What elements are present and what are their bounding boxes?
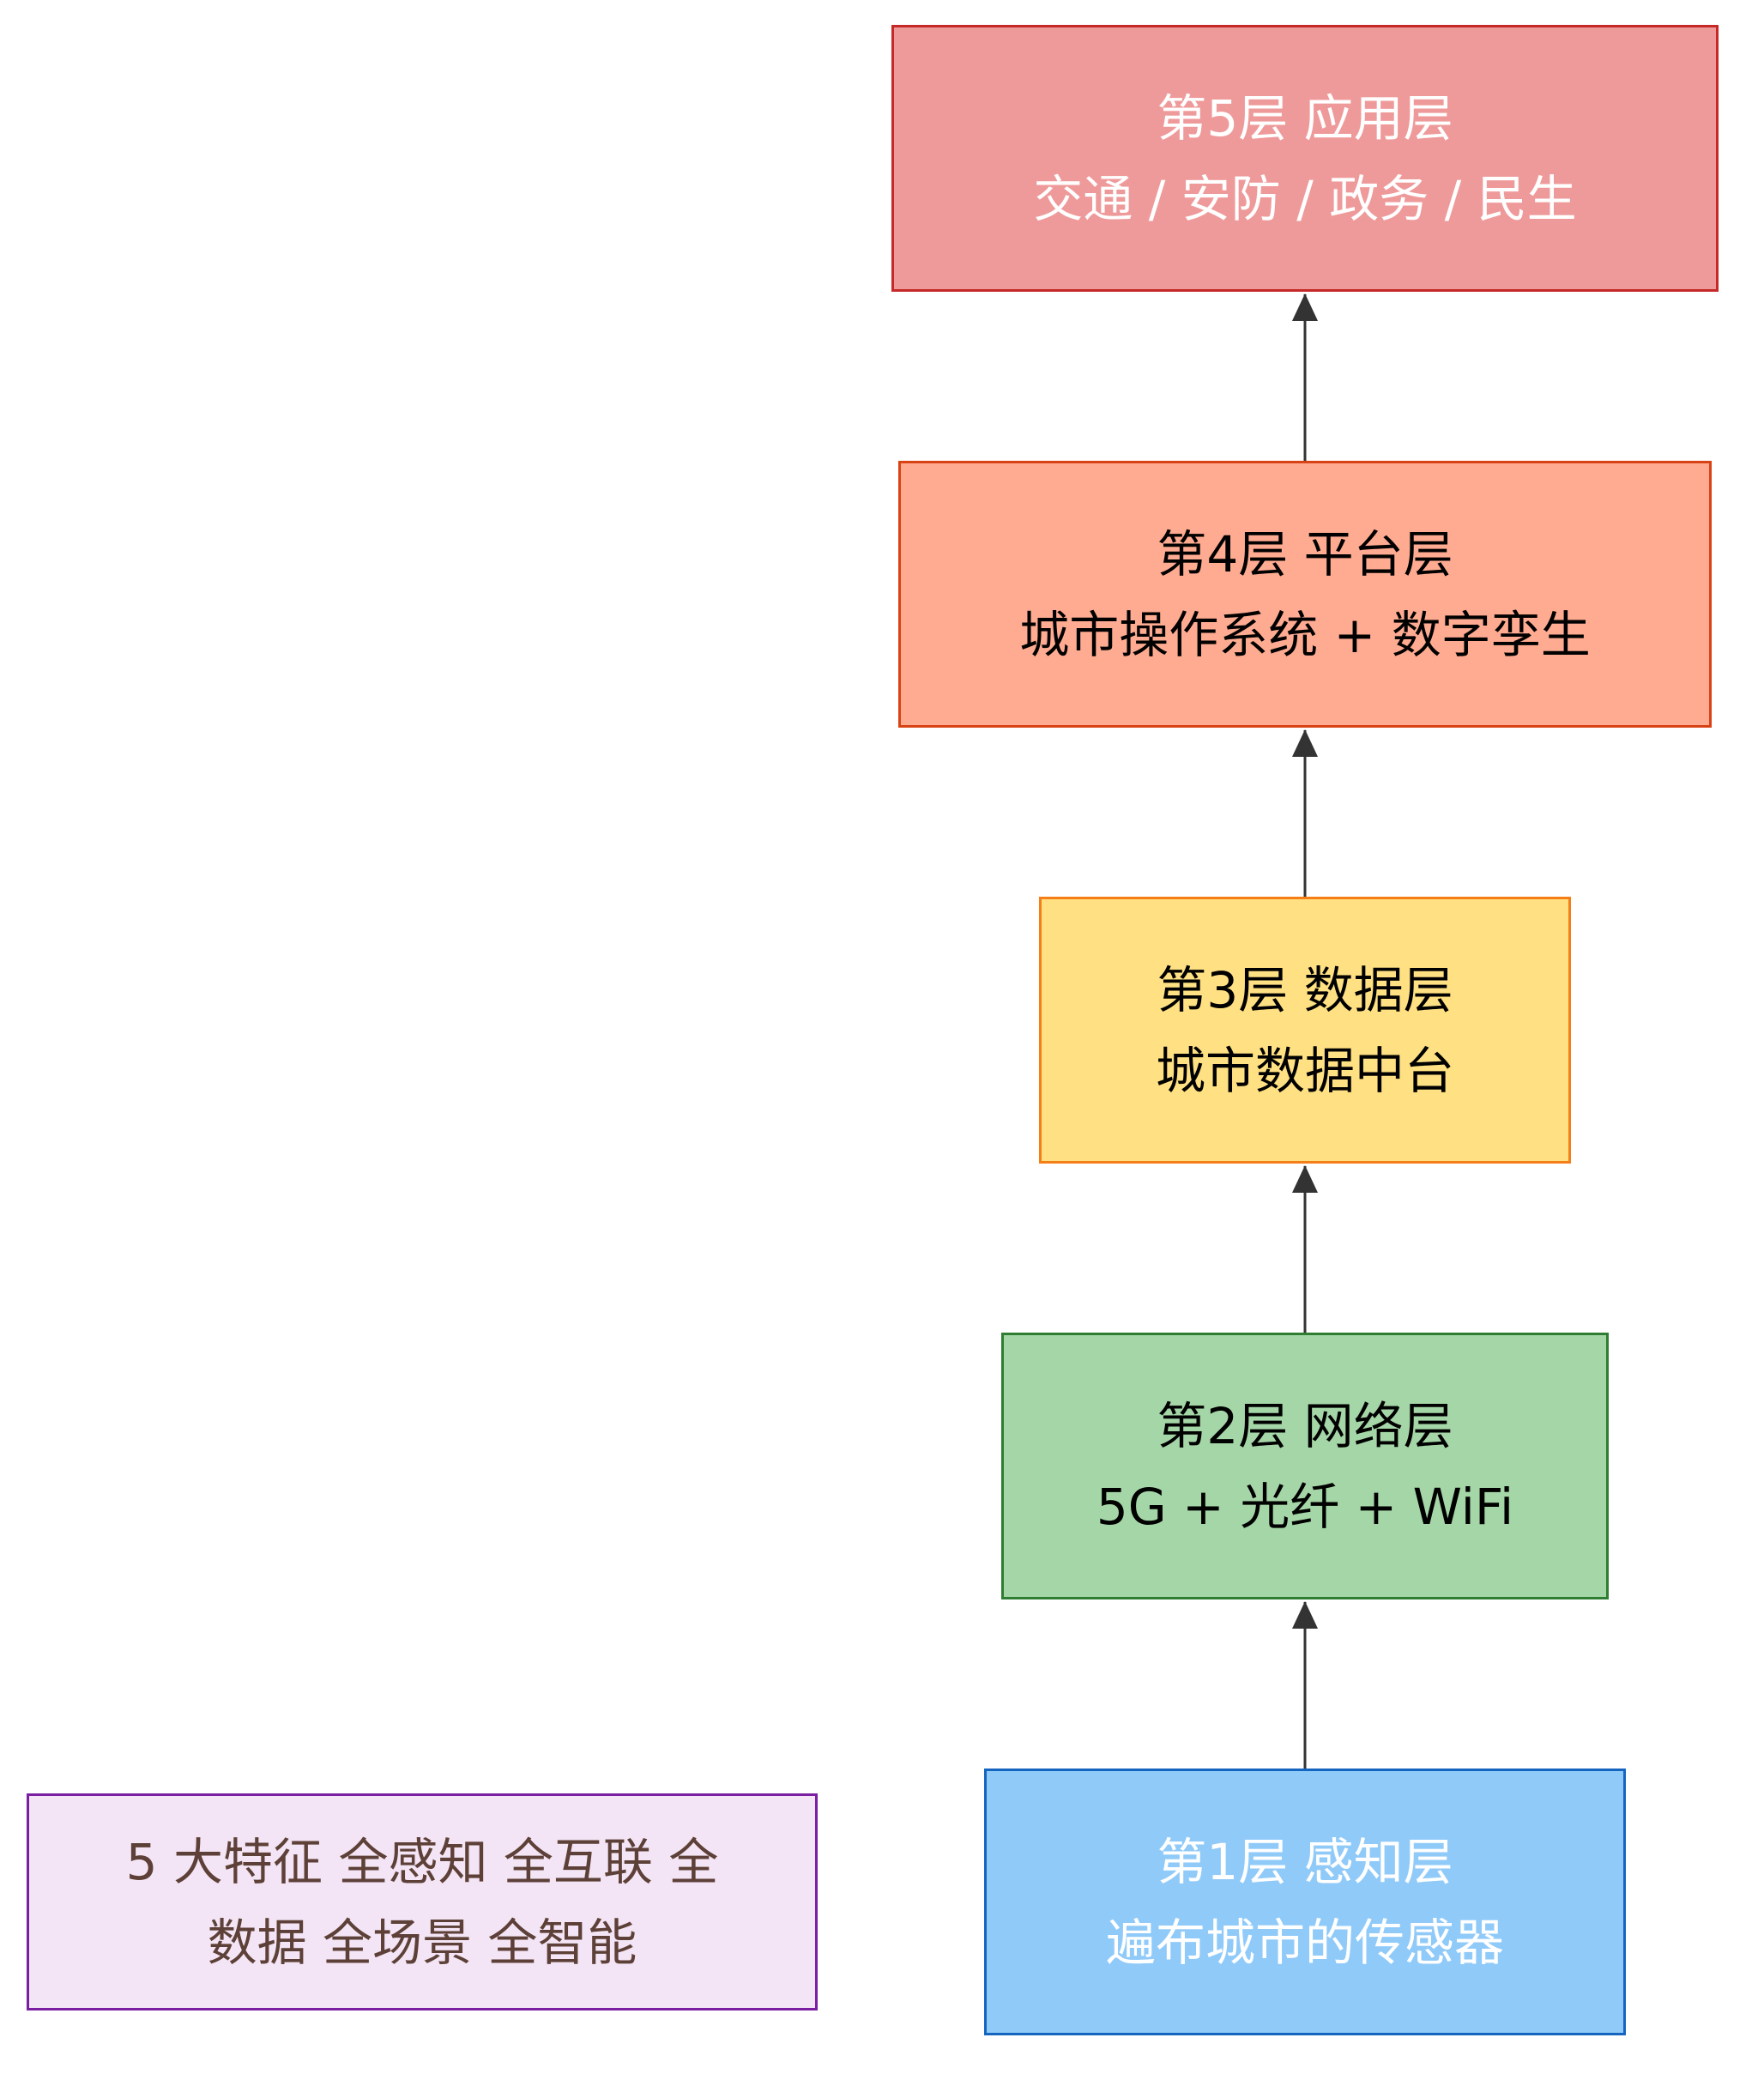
features-note: 5 大特征 全感知 全互联 全 数据 全场景 全智能	[27, 1793, 818, 2010]
edge-n1-n2	[1292, 1601, 1318, 1769]
layer-2-title: 第2层 网络层	[1157, 1396, 1453, 1455]
edge-n4-n5	[1292, 293, 1318, 461]
arrowhead-icon	[1292, 293, 1318, 321]
layer-1-subtitle: 遍布城市的传感器	[1105, 1913, 1504, 1972]
layer-2-network-node: 第2层 网络层 5G + 光纤 + WiFi	[1001, 1333, 1609, 1599]
layer-4-subtitle: 城市操作系统 + 数字孪生	[1019, 605, 1591, 664]
arrowhead-icon	[1292, 729, 1318, 757]
features-line-2: 数据 全场景 全智能	[207, 1913, 637, 1972]
layer-2-subtitle: 5G + 光纤 + WiFi	[1096, 1477, 1514, 1536]
edge-n2-n3	[1292, 1165, 1318, 1333]
arrowhead-icon	[1292, 1165, 1318, 1193]
arrowhead-icon	[1292, 1601, 1318, 1629]
layer-5-application-node: 第5层 应用层 交通 / 安防 / 政务 / 民生	[891, 25, 1719, 292]
layer-3-title: 第3层 数据层	[1157, 960, 1453, 1019]
layer-3-subtitle: 城市数据中台	[1155, 1041, 1454, 1100]
edge-n3-n4	[1292, 729, 1318, 897]
layer-5-subtitle: 交通 / 安防 / 政务 / 民生	[1033, 169, 1577, 228]
features-line-1: 5 大特征 全感知 全互联 全	[125, 1832, 719, 1891]
layer-1-title: 第1层 感知层	[1157, 1832, 1453, 1891]
layer-4-platform-node: 第4层 平台层 城市操作系统 + 数字孪生	[898, 461, 1712, 728]
layer-3-data-node: 第3层 数据层 城市数据中台	[1039, 897, 1571, 1164]
layer-4-title: 第4层 平台层	[1157, 524, 1453, 583]
layer-5-title: 第5层 应用层	[1157, 88, 1453, 148]
layer-1-perception-node: 第1层 感知层 遍布城市的传感器	[984, 1769, 1626, 2035]
